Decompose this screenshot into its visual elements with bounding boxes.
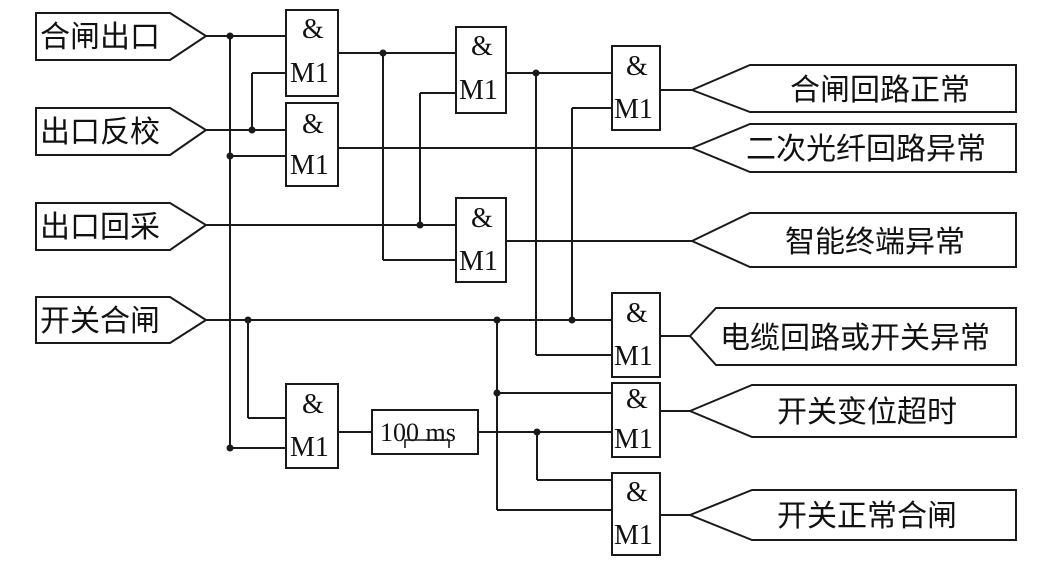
output-tag-dian-lan-hui-lu-huo-kai-guan-yi-chang: 电缆回路或开关异常 <box>688 307 1017 366</box>
junction-dots <box>226 32 576 452</box>
svg-text:M1: M1 <box>459 75 498 106</box>
svg-text:&: & <box>626 298 648 329</box>
svg-text:&: & <box>302 14 324 45</box>
svg-text:M1: M1 <box>614 94 653 125</box>
svg-text:开关正常合闸: 开关正常合闸 <box>777 499 957 534</box>
svg-text:M1: M1 <box>290 150 329 181</box>
svg-text:&: & <box>626 51 648 82</box>
svg-text:出口反校: 出口反校 <box>40 115 160 150</box>
svg-text:M1: M1 <box>290 58 329 89</box>
and-gate-6: & M1 <box>611 292 661 378</box>
output-tag-zhi-neng-zhong-duan-yi-chang: 智能终端异常 <box>689 212 1017 268</box>
svg-text:二次光纤回路异常: 二次光纤回路异常 <box>746 132 986 167</box>
svg-text:合闸回路正常: 合闸回路正常 <box>790 73 970 108</box>
svg-text:出口回采: 出口回采 <box>40 210 160 245</box>
and-gate-3: & M1 <box>455 26 507 114</box>
svg-text:&: & <box>302 389 324 420</box>
and-gate-4: & M1 <box>455 197 507 283</box>
svg-text:开关合闸: 开关合闸 <box>40 304 160 339</box>
and-gate-5: & M1 <box>611 45 661 131</box>
svg-text:智能终端异常: 智能终端异常 <box>785 225 965 260</box>
svg-text:&: & <box>302 109 324 140</box>
svg-text:&: & <box>626 477 648 508</box>
svg-text:合闸出口: 合闸出口 <box>40 20 160 55</box>
input-tag-chu-kou-hui-cai: 出口回采 <box>35 202 208 251</box>
input-tag-chu-kou-fan-jiao: 出口反校 <box>35 107 208 156</box>
wires <box>206 35 692 516</box>
input-tag-kai-guan-he-zha: 开关合闸 <box>35 296 208 344</box>
and-gate-9: & M1 <box>285 383 339 469</box>
svg-text:电缆回路或开关异常: 电缆回路或开关异常 <box>720 321 990 356</box>
input-tag-he-zha-chu-kou: 合闸出口 <box>35 12 208 61</box>
output-tag-er-ci-guang-xian-hui-lu-yi-chang: 二次光纤回路异常 <box>689 123 1017 173</box>
svg-text:&: & <box>471 203 493 234</box>
svg-text:&: & <box>626 384 648 415</box>
svg-text:M1: M1 <box>614 341 653 372</box>
svg-text:M1: M1 <box>614 424 653 455</box>
svg-text:开关变位超时: 开关变位超时 <box>777 395 957 430</box>
and-gate-1: & M1 <box>285 9 339 97</box>
svg-text:M1: M1 <box>290 432 329 463</box>
svg-text:100 ms: 100 ms <box>380 418 456 447</box>
timer-100ms: 100 ms <box>371 409 479 455</box>
output-tag-kai-guan-zheng-chang-he-zha: 开关正常合闸 <box>687 489 1017 541</box>
svg-text:M1: M1 <box>614 520 653 551</box>
output-tag-kai-guan-bian-wei-chao-shi: 开关变位超时 <box>687 384 1017 438</box>
and-gate-2: & M1 <box>285 102 339 187</box>
output-tag-he-zha-hui-lu-zheng-chang: 合闸回路正常 <box>689 64 1017 113</box>
svg-text:&: & <box>471 31 493 62</box>
svg-text:M1: M1 <box>459 246 498 277</box>
and-gate-8: & M1 <box>611 472 661 556</box>
and-gate-7: & M1 <box>611 382 661 458</box>
